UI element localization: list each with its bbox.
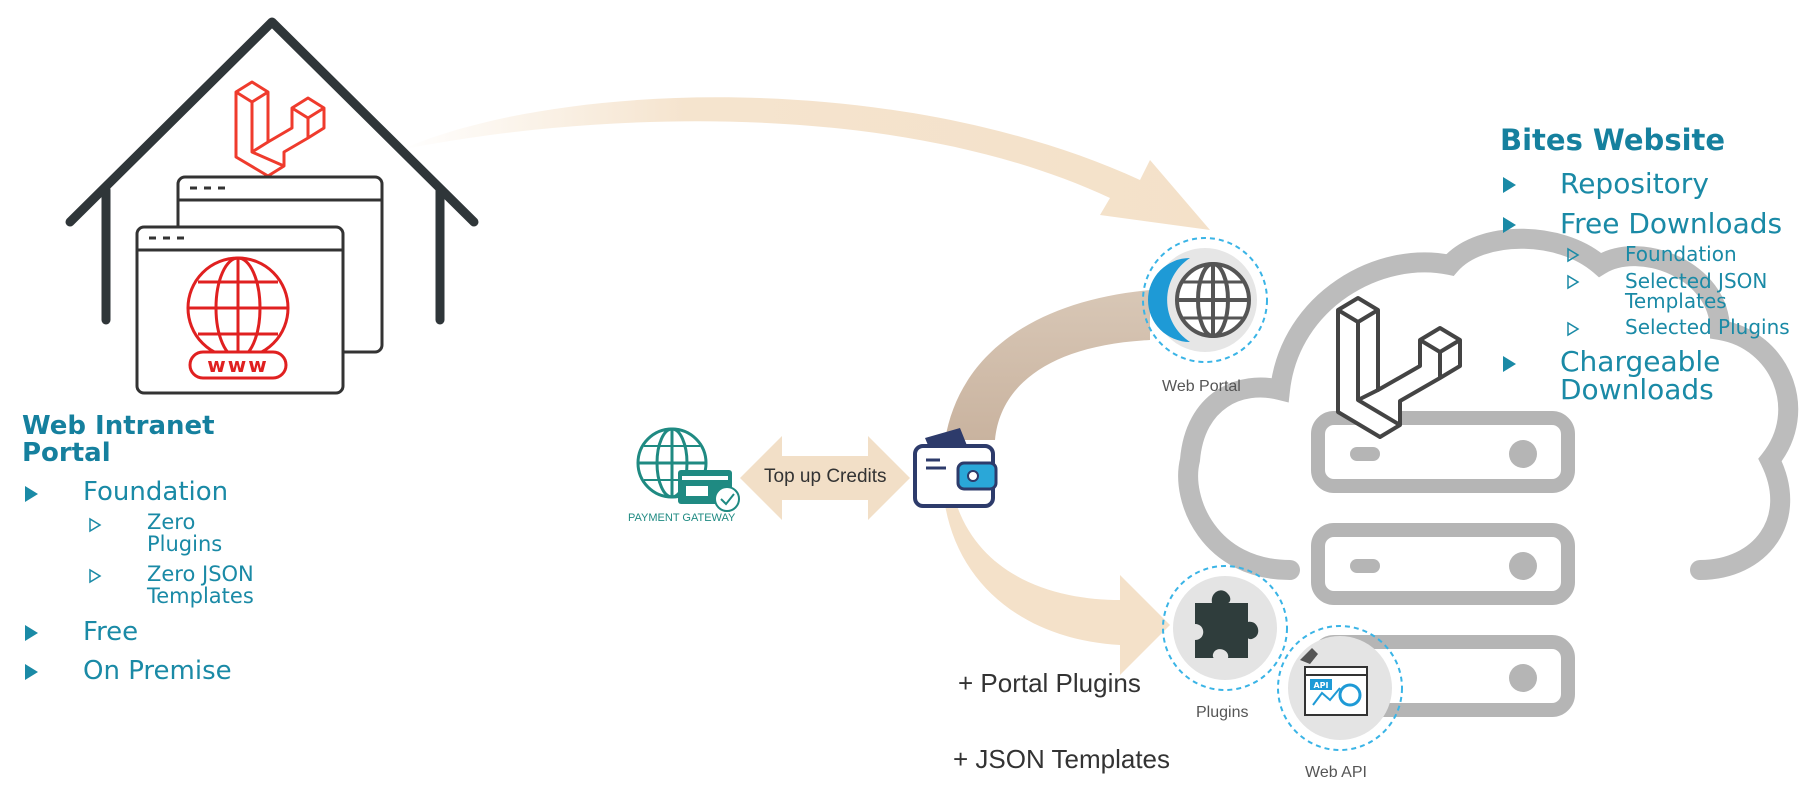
web-portal-icon [1142,237,1268,363]
right-subitem-plugins: Selected Plugins [1625,315,1790,339]
wallet-to-plugins-arrow [945,500,1170,675]
web-api-label: Web API [1305,764,1367,781]
right-item-repository: Repository [1560,167,1709,200]
laravel-red-icon [234,80,326,178]
right-subitem-json-templates: Selected JSON Templates [1625,269,1768,313]
web-portal-label: Web Portal [1162,378,1241,395]
right-item-chargeable: Chargeable Downloads [1560,345,1721,406]
left-bullets [25,486,102,680]
left-item-foundation: Foundation [83,477,229,507]
left-subitem-zero-json: Zero JSON Templates [147,562,254,608]
house-to-portal-arrow [400,97,1210,230]
cloud-server-icon [1178,228,1799,717]
laravel-logo-icon [1336,296,1462,439]
web-api-icon [1277,625,1403,751]
top-up-credits-label: Top up Credits [764,466,887,487]
json-templates-label: + JSON Templates [953,744,1171,774]
payment-gateway-icon [636,427,740,512]
house-icon [65,17,479,325]
left-item-on-premise: On Premise [83,656,232,686]
top-up-credits-arrow [740,436,910,520]
left-item-free: Free [83,617,139,647]
right-item-free-downloads: Free Downloads [1560,207,1783,240]
payment-gateway-label: PAYMENT GATEWAY [628,512,736,524]
wallet-icon [913,428,998,508]
api-badge-text: API [1313,681,1328,690]
plugins-icon [1162,565,1288,691]
plugins-label: Plugins [1196,704,1249,721]
right-bullets [1503,177,1580,372]
portal-plugins-label: + Portal Plugins [958,668,1141,698]
www-globe-icon [186,256,290,380]
right-panel-title: Bites Website [1500,123,1726,157]
www-label: www [207,353,268,377]
wallet-to-portal-arrow [945,290,1150,440]
right-subitem-foundation: Foundation [1625,242,1737,266]
left-panel-title: Web Intranet Portal [22,411,215,468]
left-subitem-zero-plugins: Zero Plugins [147,510,223,556]
